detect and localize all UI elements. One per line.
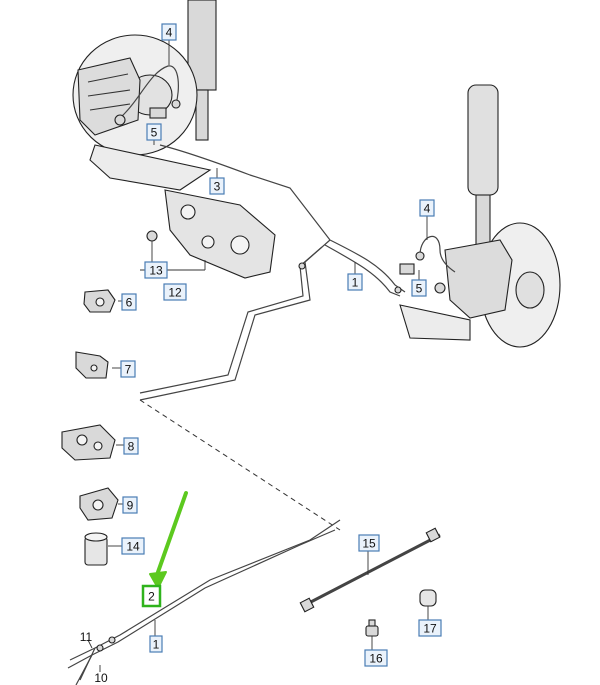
callout-17: 17 xyxy=(418,619,442,637)
brake-pipe-runs xyxy=(67,144,406,685)
callout-text-3: 3 xyxy=(214,180,221,194)
callout-12: 12 xyxy=(163,283,187,301)
heat-shield-nut xyxy=(146,230,158,242)
callout-8: 8 xyxy=(123,437,139,455)
brake-pipe-3 xyxy=(159,144,331,241)
callout-4-left: 4 xyxy=(161,23,177,41)
callout-4-right: 4 xyxy=(419,199,435,217)
callout-text-5-right: 5 xyxy=(416,282,423,296)
sleeve-14 xyxy=(84,532,108,566)
callout-text-13: 13 xyxy=(149,264,163,278)
callout-text-8: 8 xyxy=(128,440,135,454)
callout-5-left: 5 xyxy=(146,123,162,141)
callout-text-17: 17 xyxy=(423,622,437,636)
callout-9: 9 xyxy=(122,496,138,514)
cap-17 xyxy=(419,589,437,607)
callout-text-1-bottom: 1 xyxy=(153,638,160,652)
highlight-arrow xyxy=(149,491,188,589)
callout-14: 14 xyxy=(121,537,145,555)
front-right-shock-rod xyxy=(475,194,491,246)
front-left-wishbone xyxy=(89,144,212,191)
brake-pipe-1-right xyxy=(329,239,406,293)
heat-shield xyxy=(140,189,276,279)
callout-13: 13 xyxy=(144,261,168,279)
threaded-rod-15 xyxy=(299,527,441,613)
callout-7: 7 xyxy=(120,360,136,378)
leader-lines xyxy=(87,40,429,672)
clip-8 xyxy=(61,424,116,461)
callout-1-bottom: 1 xyxy=(149,635,163,653)
callout-text-6: 6 xyxy=(126,296,133,310)
front-right-strut-assembly xyxy=(399,84,561,348)
clip-7 xyxy=(75,351,109,379)
callout-2-highlighted: 2 xyxy=(141,584,162,608)
callout-text-4-left: 4 xyxy=(166,26,173,40)
callout-text-11: 11 xyxy=(80,630,93,644)
clip-9 xyxy=(79,487,119,521)
brake-pipe-2 xyxy=(69,519,341,661)
callout-text-7: 7 xyxy=(125,363,132,377)
front-right-shock-absorber xyxy=(467,84,499,196)
callout-text-2: 2 xyxy=(148,590,155,604)
front-left-strut-assembly xyxy=(72,0,217,191)
callout-16: 16 xyxy=(364,649,388,667)
callout-text-15: 15 xyxy=(362,537,376,551)
front-right-hose-bracket xyxy=(399,263,415,275)
callout-text-9: 9 xyxy=(127,499,134,513)
nut-16 xyxy=(365,619,379,637)
front-right-brake-hose xyxy=(419,236,456,273)
callout-text-16: 16 xyxy=(369,652,383,666)
callout-text-10: 10 xyxy=(94,671,108,685)
front-right-wishbone xyxy=(399,304,471,341)
front-left-hose-bracket xyxy=(149,107,167,119)
front-left-shock-rod xyxy=(195,89,209,141)
callout-3: 3 xyxy=(209,177,225,195)
clip-6 xyxy=(83,289,116,313)
callout-15: 15 xyxy=(358,534,380,552)
front-left-brake-hose xyxy=(119,65,179,119)
callout-5-right: 5 xyxy=(411,279,427,297)
front-left-brake-caliper xyxy=(77,57,141,136)
callout-text-5-left: 5 xyxy=(151,126,158,140)
callout-text-1-top: 1 xyxy=(352,276,359,290)
callout-text-4-right: 4 xyxy=(424,202,431,216)
callout-1-top: 1 xyxy=(347,273,363,291)
front-right-brake-caliper xyxy=(444,239,513,319)
callout-text-12: 12 xyxy=(168,286,182,300)
callout-text-14: 14 xyxy=(126,540,140,554)
callout-6: 6 xyxy=(121,293,137,311)
